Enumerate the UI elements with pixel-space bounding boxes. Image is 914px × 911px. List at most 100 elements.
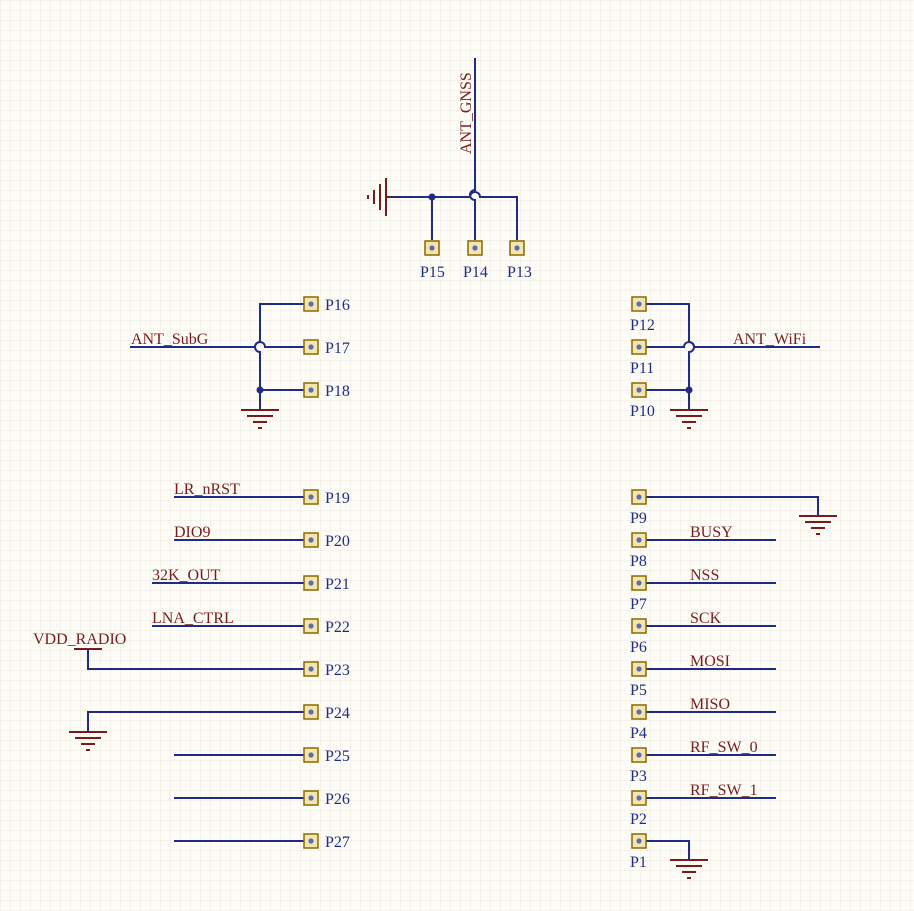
pin-pad-dot xyxy=(308,580,314,586)
power-symbols xyxy=(69,178,837,879)
pin-label: P24 xyxy=(325,705,350,722)
pin-pad-dot xyxy=(308,666,314,672)
pin-pad-dot xyxy=(636,752,642,758)
pin-label: P15 xyxy=(420,264,445,281)
wire-vdd-radio[interactable] xyxy=(87,649,304,670)
pin-label: P2 xyxy=(630,811,647,828)
ground-symbol-wifi xyxy=(670,409,708,429)
pin-pad-dot xyxy=(308,537,314,543)
pin-label: P26 xyxy=(325,791,350,808)
pin-p19[interactable]: P19 xyxy=(303,489,350,507)
pin-pad-dot xyxy=(636,344,642,350)
pin-label: P19 xyxy=(325,490,350,507)
net-label-rf-sw-0: RF_SW_0 xyxy=(690,739,758,756)
pin-p7[interactable]: P7 xyxy=(630,575,647,613)
pin-p16[interactable]: P16 xyxy=(303,296,350,314)
pin-p26[interactable]: P26 xyxy=(303,790,350,808)
pin-pad-dot xyxy=(308,752,314,758)
pin-pad-dot xyxy=(308,623,314,629)
pin-p12[interactable]: P12 xyxy=(630,296,655,334)
pin-pad-dot xyxy=(636,838,642,844)
pin-p13[interactable]: P13 xyxy=(507,240,532,281)
pin-pad-dot xyxy=(636,795,642,801)
wire-gnss-ground-bus[interactable] xyxy=(392,191,518,240)
pin-pad-dot xyxy=(636,623,642,629)
pin-pad-dot xyxy=(636,580,642,586)
pin-label: P11 xyxy=(630,360,654,377)
net-label-nss: NSS xyxy=(690,567,719,584)
pin-label: P23 xyxy=(325,662,350,679)
pin-p1[interactable]: P1 xyxy=(630,833,647,871)
pin-p4[interactable]: P4 xyxy=(630,704,647,742)
pin-label: P3 xyxy=(630,768,647,785)
pin-p22[interactable]: P22 xyxy=(303,618,350,636)
pin-p20[interactable]: P20 xyxy=(303,532,350,550)
pin-p8[interactable]: P8 xyxy=(630,532,647,570)
pin-label: P1 xyxy=(630,854,647,871)
pin-p2[interactable]: P2 xyxy=(630,790,647,828)
pin-pad-dot xyxy=(308,494,314,500)
pin-label: P6 xyxy=(630,639,647,656)
pin-p15[interactable]: P15 xyxy=(420,240,445,281)
net-label-busy: BUSY xyxy=(690,524,733,541)
pin-label: P9 xyxy=(630,510,647,527)
net-label-32k-out: 32K_OUT xyxy=(152,567,221,584)
pin-p24[interactable]: P24 xyxy=(303,704,350,722)
pin-pad-dot xyxy=(636,494,642,500)
pin-p11[interactable]: P11 xyxy=(630,339,654,377)
junctions xyxy=(256,193,693,394)
pin-p21[interactable]: P21 xyxy=(303,575,350,593)
wire-p9-ground[interactable] xyxy=(646,496,819,516)
ground-symbol-p9 xyxy=(799,515,837,535)
pin-p23[interactable]: P23 xyxy=(303,661,350,679)
pin-pad-dot xyxy=(514,245,520,251)
wires xyxy=(87,58,820,860)
pin-label: P14 xyxy=(463,264,488,281)
pin-pad-dot xyxy=(308,709,314,715)
ground-symbol-gnss xyxy=(367,178,392,216)
net-label-ant-gnss: ANT_GNSS xyxy=(458,72,475,154)
wire-p1-ground[interactable] xyxy=(646,840,690,860)
pin-p10[interactable]: P10 xyxy=(630,382,655,420)
wire-subg-ground-bus[interactable] xyxy=(254,303,304,391)
pin-label: P4 xyxy=(630,725,647,742)
junction-dot xyxy=(428,193,436,201)
pin-label: P20 xyxy=(325,533,350,550)
net-label-lna-ctrl: LNA_CTRL xyxy=(152,610,234,627)
pin-p17[interactable]: P17 xyxy=(303,339,350,357)
pin-label: P12 xyxy=(630,317,655,334)
wire-wifi-ground-bus[interactable] xyxy=(646,303,695,391)
pin-pad-dot xyxy=(636,537,642,543)
net-label-vdd-radio: VDD_RADIO xyxy=(33,631,126,648)
net-labels: ANT_GNSS ANT_SubG ANT_WiFi LR_nRST DIO9 … xyxy=(33,72,807,799)
pin-pad-dot xyxy=(308,838,314,844)
ground-symbol-subg xyxy=(241,409,279,429)
pin-p5[interactable]: P5 xyxy=(630,661,647,699)
net-label-rf-sw-1: RF_SW_1 xyxy=(690,782,758,799)
pin-p25[interactable]: P25 xyxy=(303,747,350,765)
pin-label: P7 xyxy=(630,596,647,613)
pin-pad-dot xyxy=(636,709,642,715)
pin-pad-dot xyxy=(636,666,642,672)
pin-p6[interactable]: P6 xyxy=(630,618,647,656)
net-label-lr-nrst: LR_nRST xyxy=(174,481,240,498)
pin-pad-dot xyxy=(308,387,314,393)
pin-label: P22 xyxy=(325,619,350,636)
pin-label: P13 xyxy=(507,264,532,281)
pin-pad-dot xyxy=(429,245,435,251)
pin-label: P10 xyxy=(630,403,655,420)
pin-p9[interactable]: P9 xyxy=(630,489,647,527)
pin-pad-dot xyxy=(636,387,642,393)
junction-dot xyxy=(256,386,264,394)
pin-p14[interactable]: P14 xyxy=(463,240,488,281)
pin-pad-dot xyxy=(308,301,314,307)
pin-p3[interactable]: P3 xyxy=(630,747,647,785)
pin-pad-dot xyxy=(308,795,314,801)
pin-label: P18 xyxy=(325,383,350,400)
pin-p18[interactable]: P18 xyxy=(303,382,350,400)
junction-dot xyxy=(685,386,693,394)
pin-label: P27 xyxy=(325,834,350,851)
wire-p24-ground[interactable] xyxy=(87,711,304,732)
pin-p27[interactable]: P27 xyxy=(303,833,350,851)
